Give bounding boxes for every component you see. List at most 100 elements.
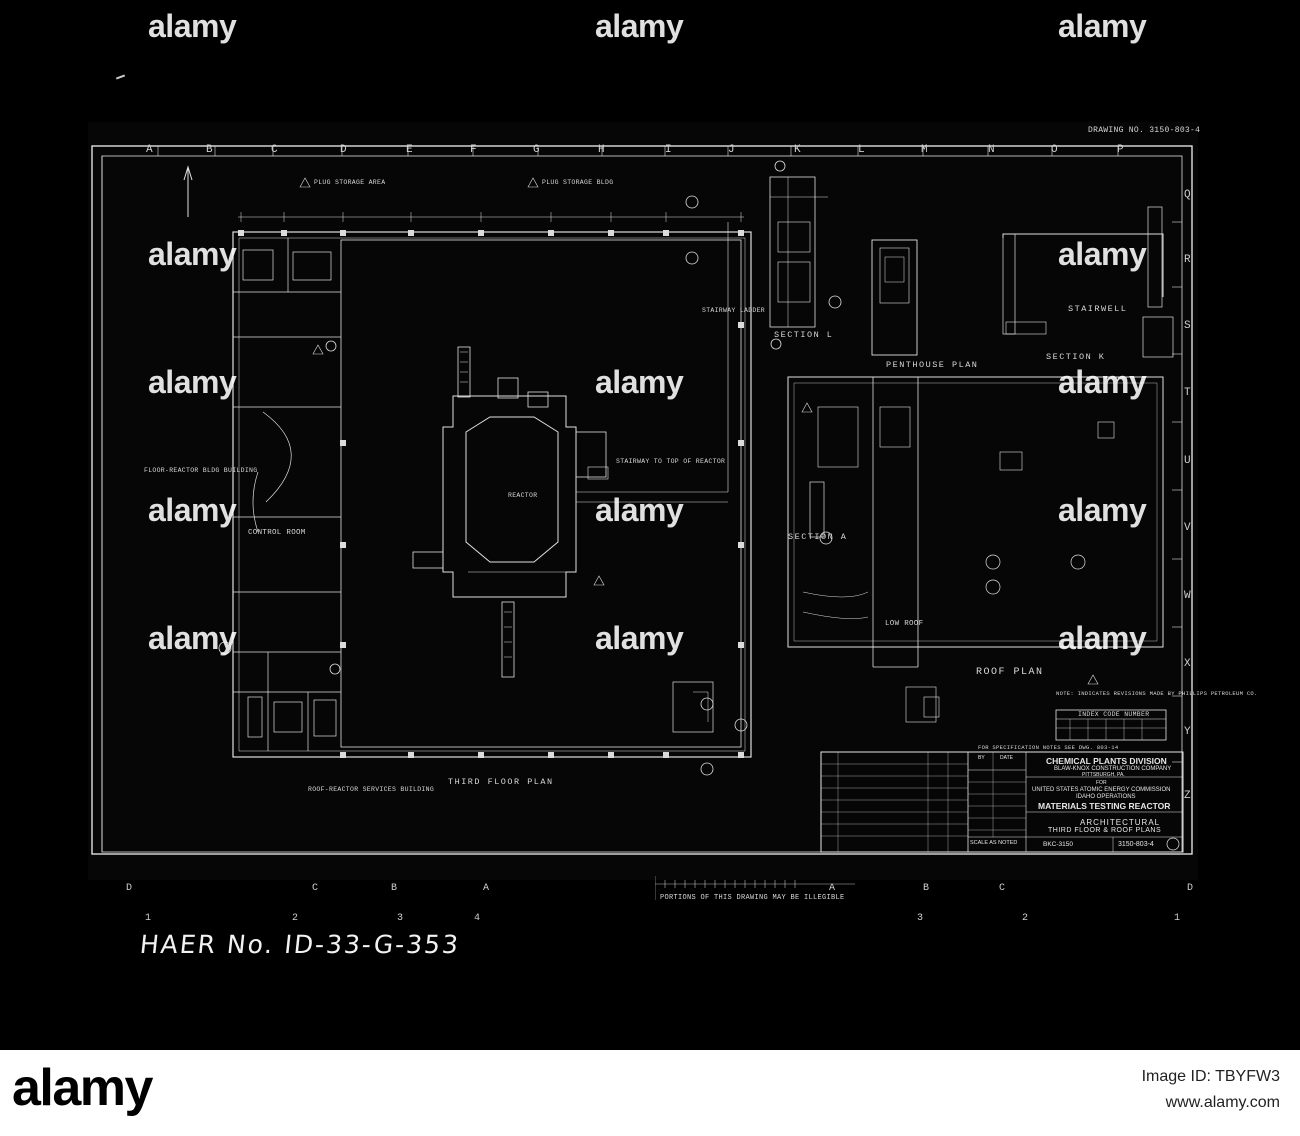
tb-commission: UNITED STATES ATOMIC ENERGY COMMISSION: [1032, 787, 1171, 793]
haer-caption: HAER No. ID-33-G-353: [138, 930, 462, 959]
stairway-top-label: STAIRWAY TO TOP OF REACTOR: [616, 458, 726, 465]
tb-rev-date: DATE: [1000, 755, 1013, 761]
margin-digit: 2: [292, 913, 299, 924]
margin-letter: A: [483, 883, 490, 894]
grid-letter: O: [1051, 144, 1058, 156]
grid-letter: E: [406, 144, 413, 156]
watermark-text: alamy: [1058, 492, 1147, 528]
margin-letter: B: [391, 883, 398, 894]
stairwell-label: STAIRWELL: [1068, 304, 1128, 314]
tb-for: FOR: [1096, 780, 1107, 786]
penthouse-plan-title: PENTHOUSE PLAN: [886, 360, 979, 370]
tb-contract: BKC-3150: [1043, 841, 1073, 848]
grid-letter: X: [1184, 658, 1191, 670]
watermark-text: alamy: [1058, 8, 1147, 44]
scale-ruler: [655, 876, 855, 900]
watermark-text: alamy: [148, 8, 237, 44]
photo-frame: A B C D E F G H I J K L M N O P Q R S T …: [0, 0, 1300, 1050]
site-url: www.alamy.com: [1165, 1094, 1280, 1111]
stock-footer: alamy Image ID: TBYFW3 www.alamy.com: [0, 1050, 1300, 1136]
third-floor-plan-title: THIRD FLOOR PLAN: [448, 777, 554, 787]
watermark-text: alamy: [148, 620, 237, 656]
section-k-title: SECTION K: [1046, 352, 1106, 362]
alamy-logo: alamy: [12, 1059, 153, 1117]
grid-letter: V: [1184, 522, 1191, 534]
control-room-label: CONTROL ROOM: [248, 529, 306, 537]
grid-letter: R: [1184, 254, 1191, 266]
margin-digit: 4: [474, 913, 481, 924]
drawing-number-top: DRAWING NO. 3150-803-4: [1088, 126, 1201, 135]
grid-letter: N: [988, 144, 995, 156]
grid-letter: J: [728, 144, 735, 156]
tb-title-2: THIRD FLOOR & ROOF PLANS: [1048, 827, 1162, 834]
grid-letter: M: [921, 144, 928, 156]
grid-letter: H: [598, 144, 605, 156]
reactor-bldg-label: FLOOR-REACTOR BLDG BUILDING: [144, 467, 258, 474]
grid-letter: L: [858, 144, 865, 156]
margin-letter: D: [126, 883, 133, 894]
grid-letter: D: [340, 144, 347, 156]
tb-city: PITTSBURGH, PA.: [1082, 772, 1125, 778]
roof-plan-title: ROOF PLAN: [976, 667, 1044, 678]
margin-digit: 3: [397, 913, 404, 924]
watermark-text: alamy: [148, 492, 237, 528]
margin-letter: B: [923, 883, 930, 894]
stairway-ladder-label: STAIRWAY LADDER: [702, 307, 766, 314]
margin-letter: C: [312, 883, 319, 894]
watermark-text: alamy: [595, 8, 684, 44]
watermark-text: alamy: [595, 492, 684, 528]
grid-letter: B: [206, 144, 213, 156]
speck-mark: [115, 74, 126, 80]
grid-letter: S: [1184, 320, 1191, 332]
grid-letter: P: [1117, 144, 1124, 156]
tb-project: MATERIALS TESTING REACTOR: [1038, 801, 1171, 811]
blueprint-drawing: [91, 145, 1193, 855]
margin-letter: D: [1187, 883, 1194, 894]
grid-letter: K: [794, 144, 801, 156]
watermark-text: alamy: [1058, 620, 1147, 656]
tb-division: CHEMICAL PLANTS DIVISION: [1046, 756, 1167, 766]
grid-letter: Q: [1184, 189, 1191, 201]
section-a-title: SECTION A: [788, 532, 848, 542]
watermark-text: alamy: [595, 364, 684, 400]
tb-title-1: ARCHITECTURAL: [1080, 818, 1161, 827]
grid-letter: Z: [1184, 790, 1191, 802]
image-id: Image ID: TBYFW3: [1141, 1068, 1280, 1085]
section-l-title: SECTION L: [774, 330, 834, 340]
watermark-text: alamy: [1058, 364, 1147, 400]
reactor-services-label: ROOF-REACTOR SERVICES BUILDING: [308, 786, 435, 793]
margin-letter: C: [999, 883, 1006, 894]
low-roof-label: LOW ROOF: [885, 620, 924, 628]
revision-note: NOTE: INDICATES REVISIONS MADE BY PHILLI…: [1056, 690, 1258, 697]
tb-rev-by: BY: [978, 755, 985, 761]
blueprint-sheet: A B C D E F G H I J K L M N O P Q R S T …: [88, 122, 1257, 880]
margin-digit: 1: [145, 913, 152, 924]
tb-operations: IDAHO OPERATIONS: [1076, 794, 1136, 800]
grid-letter: T: [1184, 387, 1191, 399]
tb-scale: SCALE AS NOTED: [970, 840, 1018, 846]
watermark-text: alamy: [595, 620, 684, 656]
tb-drawing-no: 3150-803-4: [1118, 841, 1154, 848]
grid-letter: Y: [1184, 726, 1191, 738]
watermark-text: alamy: [1058, 236, 1147, 272]
tb-company: BLAW-KNOX CONSTRUCTION COMPANY: [1054, 766, 1172, 772]
margin-digit: 2: [1022, 913, 1029, 924]
grid-letter: W: [1184, 590, 1191, 602]
reactor-label: REACTOR: [508, 492, 538, 499]
index-code-label: INDEX CODE NUMBER: [1078, 711, 1150, 718]
watermark-text: alamy: [148, 236, 237, 272]
spec-note: FOR SPECIFICATION NOTES SEE DWG. 803-14: [978, 744, 1119, 751]
grid-letter: F: [470, 144, 477, 156]
illegible-note: PORTIONS OF THIS DRAWING MAY BE ILLEGIBL…: [660, 894, 845, 902]
grid-letter: C: [271, 144, 278, 156]
plug-storage-area-label: PLUG STORAGE AREA: [314, 179, 386, 186]
margin-digit: 3: [917, 913, 924, 924]
margin-letter: A: [829, 883, 836, 894]
margin-digit: 1: [1174, 913, 1181, 924]
watermark-text: alamy: [148, 364, 237, 400]
grid-letter: U: [1184, 455, 1191, 467]
grid-letter: A: [146, 144, 153, 156]
plug-storage-bldg-label: PLUG STORAGE BLDG: [542, 179, 614, 186]
grid-letter: G: [533, 144, 540, 156]
grid-letter: I: [665, 144, 672, 156]
